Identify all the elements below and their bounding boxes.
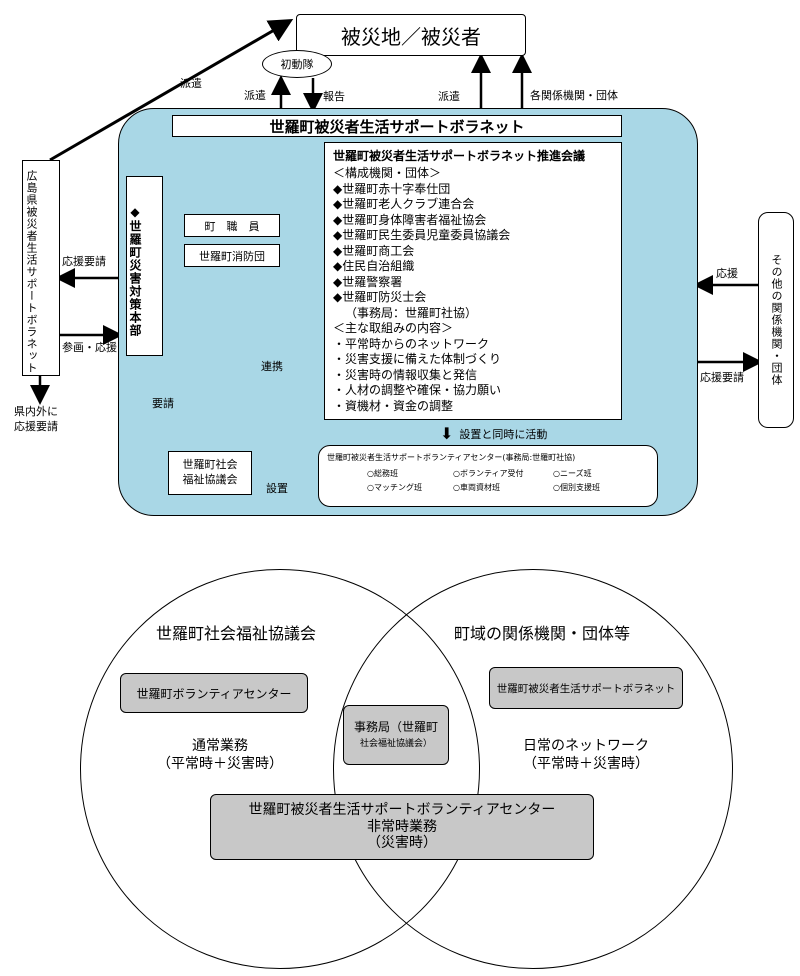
venn-emergency-box: 世羅町被災者生活サポートボランティアセンター 非常時業務 （災害時）	[210, 794, 594, 860]
promo-line: ◆住民自治組織	[333, 259, 415, 273]
prefecture-network-label: 広島県被災者生活サポートボラネット	[25, 170, 38, 374]
promo-line: ・人材の調整や確保・協力願い	[333, 383, 502, 397]
other-orgs-label: その他の関係機関・団体	[770, 254, 783, 386]
promo-line: ◆世羅町身体障害者福祉協会	[333, 212, 487, 227]
fire-brigade-box: 世羅町消防団	[184, 244, 280, 267]
dispatch-team-label: 派遣	[244, 89, 266, 102]
establish-note: ⬇ 設置と同時に活動	[440, 426, 547, 442]
vc-team: ○個別支援班	[553, 483, 600, 492]
dispatch-arrow-diagonal	[49, 18, 294, 162]
victims-label: 被災地／被災者	[341, 24, 481, 49]
venn-emergency-line: 非常時業務	[367, 818, 437, 835]
social-welfare-council-box: 世羅町社会 福祉協議会	[168, 451, 252, 495]
request-label: 要請	[152, 397, 174, 410]
venn-right-text-line: 日常のネットワーク	[523, 738, 649, 754]
establish-note-label: 設置と同時に活動	[459, 427, 548, 441]
participation-label: 参画・応援	[62, 341, 117, 354]
venn-secretariat-line: 社会福祉協議会）	[359, 739, 432, 750]
vc-team: ○ニーズ班	[553, 469, 592, 478]
venn-right-title: 町域の関係機関・団体等	[454, 624, 631, 643]
initial-team-label: 初動隊	[280, 58, 314, 71]
orgs-label: 各関係機関・団体	[530, 89, 618, 102]
vc-team: ○マッチング班	[367, 483, 422, 492]
main-title: 世羅町被災者生活サポートボラネット	[269, 117, 525, 136]
disaster-hq-label: ◆世羅町災害対策本部	[128, 205, 142, 337]
initial-team-oval: 初動隊	[262, 50, 332, 78]
dispatch-left-label: 派遣	[180, 77, 202, 90]
victims-box: 被災地／被災者	[296, 14, 526, 56]
venn-volunteer-center-label: 世羅町ボランティアセンター	[136, 686, 292, 701]
promo-line: ・平常時からのネットワーク	[333, 336, 490, 351]
venn-left-text-line: （平常時＋災害時）	[157, 755, 283, 772]
fire-brigade-label: 世羅町消防団	[199, 249, 265, 263]
outside-request-text: 県内外に 応援要請	[14, 404, 58, 435]
town-staff-label: 町 職 員	[204, 219, 260, 233]
volunteer-center-title: 世羅町被災者生活サポートボランティアセンター(事務局:世羅町社協)	[327, 453, 576, 462]
promo-line: ◆世羅町赤十字奉仕団	[333, 181, 451, 196]
main-title-bar: 世羅町被災者生活サポートボラネット	[172, 115, 622, 137]
vc-team: ○総務班	[367, 469, 398, 478]
promo-line: ＜構成機関・団体＞	[333, 166, 442, 180]
outside-request-line: 応援要請	[14, 420, 58, 434]
venn-left-text-line: 通常業務	[192, 738, 248, 754]
promo-line: ◆世羅町老人クラブ連合会	[333, 197, 475, 211]
venn-left-text: 通常業務 （平常時＋災害時）	[130, 738, 310, 773]
venn-right-text-line: （平常時＋災害時）	[523, 755, 649, 772]
venn-emergency-line: （災害時）	[367, 835, 437, 852]
venn-volunteer-center-box: 世羅町ボランティアセンター	[120, 673, 308, 713]
venn-network-label: 世羅町被災者生活サポートボラネット	[496, 682, 676, 695]
promo-line: ・災害支援に備えた体制づくり	[333, 352, 502, 366]
disaster-hq-box: ◆世羅町災害対策本部	[126, 176, 163, 356]
prefecture-network-box: 広島県被災者生活サポートボラネット	[22, 160, 60, 376]
promo-line: ◆世羅町防災士会	[333, 290, 427, 304]
vc-team: ○車両資材班	[453, 483, 500, 492]
cooperation-label: 連携	[261, 360, 283, 373]
town-staff-box: 町 職 員	[184, 214, 280, 237]
promo-line: ◆世羅町商工会	[333, 243, 415, 258]
down-arrow-icon: ⬇	[440, 424, 454, 443]
promo-line: （事務局：世羅町社協）	[345, 305, 478, 320]
establish-label: 設置	[266, 482, 288, 495]
left-support-request-label: 応援要請	[62, 255, 106, 268]
vc-team: ○ボランティア受付	[453, 469, 524, 478]
promo-line: ＜主な取組みの内容＞	[333, 321, 454, 335]
promo-line: ・資機材・資金の調整	[333, 398, 454, 413]
promo-line: ◆世羅町民生委員児童委員協議会	[333, 228, 511, 242]
volunteer-center-box: 世羅町被災者生活サポートボランティアセンター(事務局:世羅町社協) ○総務班 ○…	[318, 445, 658, 507]
outside-request-line: 県内外に	[14, 405, 58, 418]
right-support-request-label: 応援要請	[700, 371, 744, 384]
venn-secretariat-line: 事務局（世羅町	[353, 720, 438, 735]
venn-right-circle	[333, 569, 733, 969]
promotion-council-box: 世羅町被災者生活サポートボラネット推進会議 ＜構成機関・団体＞ ◆世羅町赤十字奉…	[324, 142, 622, 420]
venn-left-title: 世羅町社会福祉協議会	[156, 624, 317, 643]
promo-line: ・災害時の情報収集と発信	[333, 367, 478, 382]
council-label-line: 福祉協議会	[182, 473, 238, 486]
promotion-council-title: 世羅町被災者生活サポートボラネット推進会議	[333, 149, 586, 163]
promo-line: ◆世羅警察署	[333, 274, 403, 289]
other-orgs-box: その他の関係機関・団体	[758, 212, 794, 428]
report-label: 報告	[323, 90, 345, 103]
venn-secretariat-box: 事務局（世羅町 社会福祉協議会）	[343, 705, 449, 765]
council-label-line: 世羅町社会	[182, 458, 238, 472]
venn-right-text: 日常のネットワーク （平常時＋災害時）	[486, 738, 686, 773]
venn-network-box: 世羅町被災者生活サポートボラネット	[489, 667, 683, 709]
venn-emergency-line: 世羅町被災者生活サポートボランティアセンター	[248, 801, 556, 818]
right-support-label: 応援	[716, 267, 738, 280]
dispatch-center-label: 派遣	[438, 90, 460, 103]
